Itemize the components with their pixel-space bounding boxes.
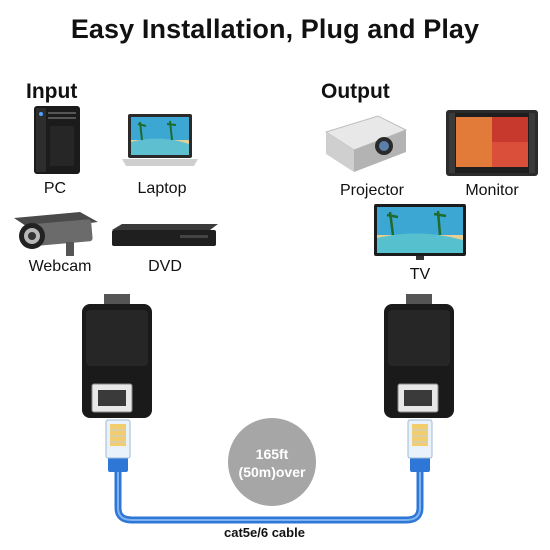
right-rj45-plug-icon — [407, 419, 433, 472]
cable-label: cat5e/6 cable — [224, 525, 305, 540]
webcam-icon — [14, 212, 98, 256]
laptop-icon — [122, 114, 198, 166]
dvd-player-icon — [112, 224, 218, 246]
device-label-dvd: DVD — [148, 258, 182, 275]
device-label-monitor: Monitor — [465, 182, 519, 199]
left-extender-icon — [82, 294, 152, 418]
projector-icon — [324, 115, 408, 172]
pc-tower-icon — [34, 106, 80, 174]
device-label-tv: TV — [409, 266, 431, 283]
right-extender-icon — [384, 294, 454, 418]
page-title: Easy Installation, Plug and Play — [70, 14, 480, 44]
distance-badge-line2: (50m)over — [238, 464, 306, 480]
distance-badge-line1: 165ft — [255, 446, 289, 462]
monitor-icon — [446, 110, 538, 176]
device-label-pc: PC — [43, 180, 67, 197]
tv-icon — [374, 204, 466, 260]
distance-badge — [228, 418, 316, 506]
extender-diagram — [82, 294, 454, 524]
left-rj45-plug-icon — [105, 419, 131, 472]
device-label-projector: Projector — [339, 182, 405, 199]
device-label-laptop: Laptop — [137, 180, 187, 197]
device-label-webcam: Webcam — [28, 258, 92, 275]
input-heading: Input — [26, 80, 78, 103]
output-heading: Output — [321, 80, 390, 103]
